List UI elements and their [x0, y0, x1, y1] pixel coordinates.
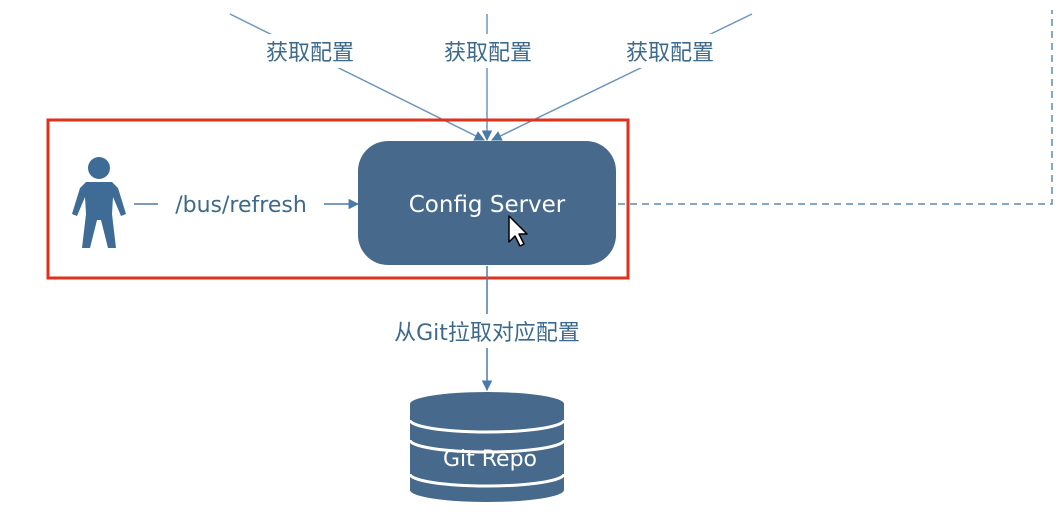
dashed-connector	[618, 10, 1053, 205]
bus-refresh-label: /bus/refresh	[175, 193, 307, 218]
user-icon	[72, 157, 126, 248]
mouse-cursor-icon	[508, 215, 528, 247]
highlight-frame	[46, 118, 630, 280]
git-repo-label: Git Repo	[443, 447, 537, 472]
fetch-config-label-2: 获取配置	[444, 41, 532, 66]
config-server-label: Config Server	[409, 192, 566, 218]
fetch-config-label-3: 获取配置	[626, 41, 714, 66]
git-repo-node[interactable]	[408, 392, 566, 502]
fetch-config-label-1: 获取配置	[266, 41, 354, 66]
pull-config-label: 从Git拉取对应配置	[394, 321, 580, 346]
config-server-node[interactable]	[358, 141, 616, 265]
